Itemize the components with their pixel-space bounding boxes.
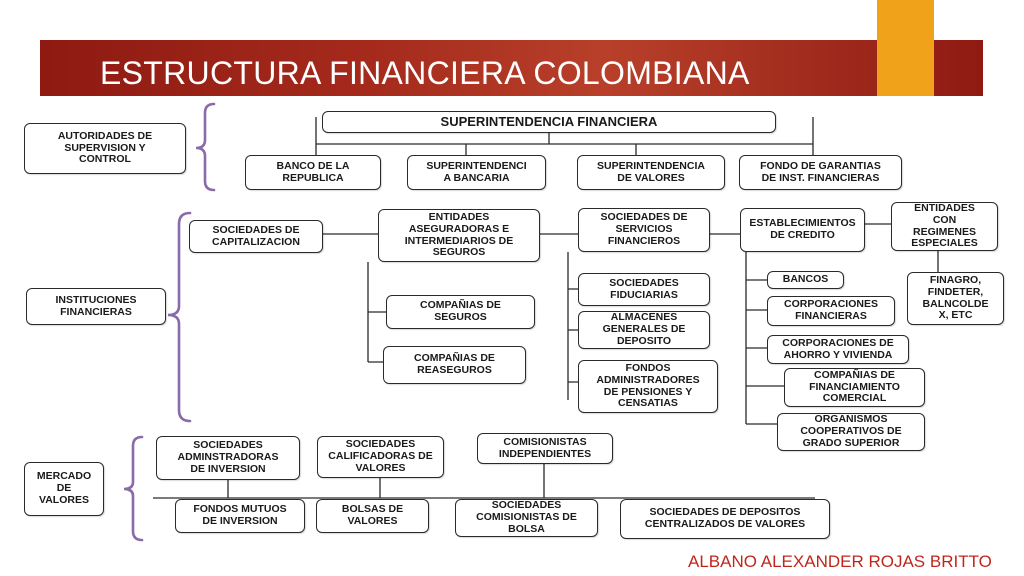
node-sociedades-adm-inversion: SOCIEDADES ADMINSTRADORAS DE INVERSION: [156, 436, 300, 480]
node-banco-republica: BANCO DE LA REPUBLICA: [245, 155, 381, 190]
node-companias-reaseguros: COMPAÑIAS DE REASEGUROS: [383, 346, 526, 384]
node-almacenes-deposito: ALMACENES GENERALES DE DEPOSITO: [578, 311, 710, 349]
node-organismos-cooperativos: ORGANISMOS COOPERATIVOS DE GRADO SUPERIO…: [777, 413, 925, 451]
node-establecimientos-credito: ESTABLECIMIENTOS DE CREDITO: [740, 208, 865, 252]
page-title: ESTRUCTURA FINANCIERA COLOMBIANA: [100, 55, 750, 91]
node-corporaciones-financieras: CORPORACIONES FINANCIERAS: [767, 296, 895, 326]
node-mercado-valores: MERCADO DE VALORES: [24, 462, 104, 516]
author-credit: ALBANO ALEXANDER ROJAS BRITTO: [688, 552, 992, 571]
node-sociedades-capitalizacion: SOCIEDADES DE CAPITALIZACION: [189, 220, 323, 253]
node-instituciones-financieras: INSTITUCIONES FINANCIERAS: [26, 288, 166, 325]
brace-mercado: [123, 435, 144, 542]
node-superintendencia-valores: SUPERINTENDENCIA DE VALORES: [577, 155, 725, 190]
node-fondo-garantias: FONDO DE GARANTIAS DE INST. FINANCIERAS: [739, 155, 902, 190]
node-sociedades-calificadoras: SOCIEDADES CALIFICADORAS DE VALORES: [317, 436, 444, 478]
brace-instituciones: [167, 211, 192, 423]
node-comisionistas-independientes: COMISIONISTAS INDEPENDIENTES: [477, 433, 613, 464]
node-bancos: BANCOS: [767, 271, 844, 289]
node-companias-seguros: COMPAÑIAS DE SEGUROS: [386, 295, 535, 329]
node-companias-financiamiento: COMPAÑIAS DE FINANCIAMIENTO COMERCIAL: [784, 368, 925, 407]
brace-autoridades: [195, 102, 216, 192]
node-sociedades-servicios: SOCIEDADES DE SERVICIOS FINANCIEROS: [578, 208, 710, 252]
node-sociedades-fiduciarias: SOCIEDADES FIDUCIARIAS: [578, 273, 710, 306]
node-autoridades-supervision: AUTORIDADES DE SUPERVISION Y CONTROL: [24, 123, 186, 174]
title-bar: [40, 40, 983, 96]
node-fondos-mutuos: FONDOS MUTUOS DE INVERSION: [175, 499, 305, 533]
accent-block: [877, 0, 934, 96]
node-sociedades-comisionistas: SOCIEDADES COMISIONISTAS DE BOLSA: [455, 499, 598, 537]
node-sociedades-depositos: SOCIEDADES DE DEPOSITOS CENTRALIZADOS DE…: [620, 499, 830, 539]
node-finagro: FINAGRO, FINDETER, BALNCOLDE X, ETC: [907, 272, 1004, 325]
node-corporaciones-ahorro: CORPORACIONES DE AHORRO Y VIVIENDA: [767, 335, 909, 364]
node-superintendencia-bancaria: SUPERINTENDENCI A BANCARIA: [407, 155, 546, 190]
node-regimenes-especiales: ENTIDADES CON REGIMENES ESPECIALES: [891, 202, 998, 251]
node-superintendencia-financiera: SUPERINTENDENCIA FINANCIERA: [322, 111, 776, 133]
node-bolsas-valores: BOLSAS DE VALORES: [316, 499, 429, 533]
node-fondos-pensiones: FONDOS ADMINISTRADORES DE PENSIONES Y CE…: [578, 360, 718, 413]
node-entidades-aseguradoras: ENTIDADES ASEGURADORAS E INTERMEDIARIOS …: [378, 209, 540, 262]
